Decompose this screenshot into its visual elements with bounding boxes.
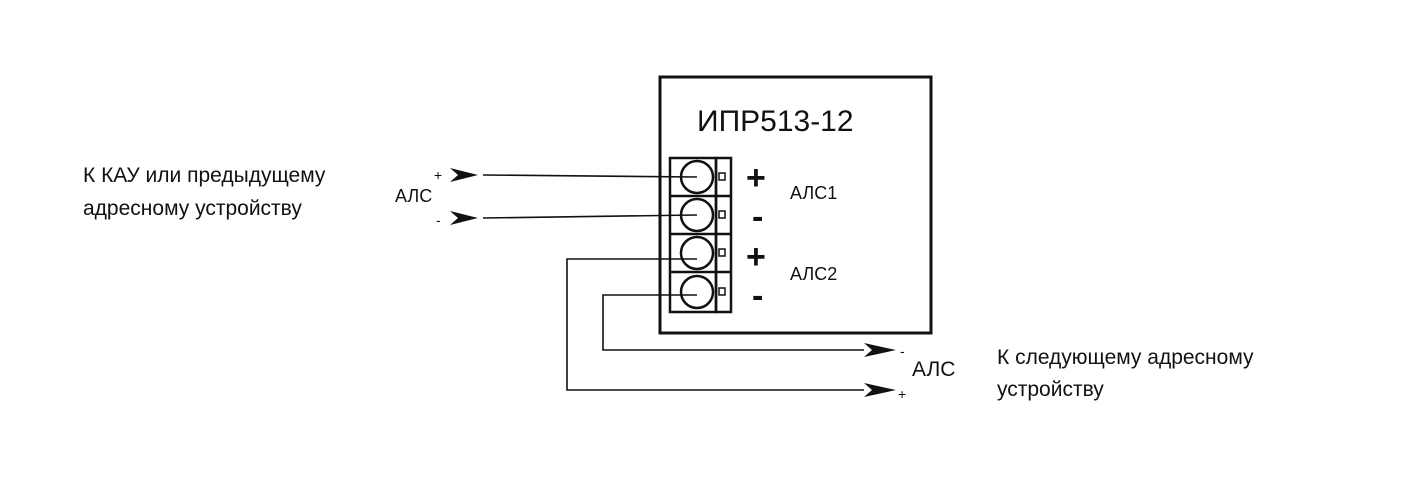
terminal-sign-3: +	[746, 238, 766, 276]
group-label-als2: АЛС2	[790, 264, 837, 284]
device-box	[658, 75, 933, 335]
terminal-sign-1: +	[746, 159, 766, 197]
output-minus-sign: -	[900, 343, 905, 359]
input-wires	[482, 174, 698, 219]
input-plus-arrow	[450, 168, 478, 182]
terminal-screw-4	[679, 274, 726, 310]
input-description-line1: К КАУ или предыдущему	[83, 164, 326, 187]
output-description-line2: устройству	[997, 378, 1104, 401]
group-label-als1: АЛС1	[790, 183, 837, 203]
terminal-screw-3	[679, 235, 726, 271]
input-description-line2: адресному устройству	[83, 197, 302, 220]
output-plus-wire	[566, 258, 864, 391]
output-description-line1: К следующему адресному	[997, 346, 1254, 369]
device-title: ИПР513-12	[697, 105, 854, 138]
output-line-label: АЛС	[912, 358, 955, 381]
input-minus-sign: -	[436, 212, 441, 228]
terminal-sign-2: -	[752, 198, 763, 236]
output-minus-wire	[602, 294, 864, 351]
terminal-sign-4: -	[752, 277, 763, 315]
input-plus-sign: +	[434, 167, 442, 183]
input-minus-arrow	[450, 211, 478, 225]
output-minus-arrow	[864, 343, 896, 357]
output-plus-sign: +	[898, 386, 906, 402]
terminal-block	[668, 156, 733, 314]
output-plus-arrow	[864, 383, 896, 397]
input-line-label: АЛС	[395, 186, 432, 206]
